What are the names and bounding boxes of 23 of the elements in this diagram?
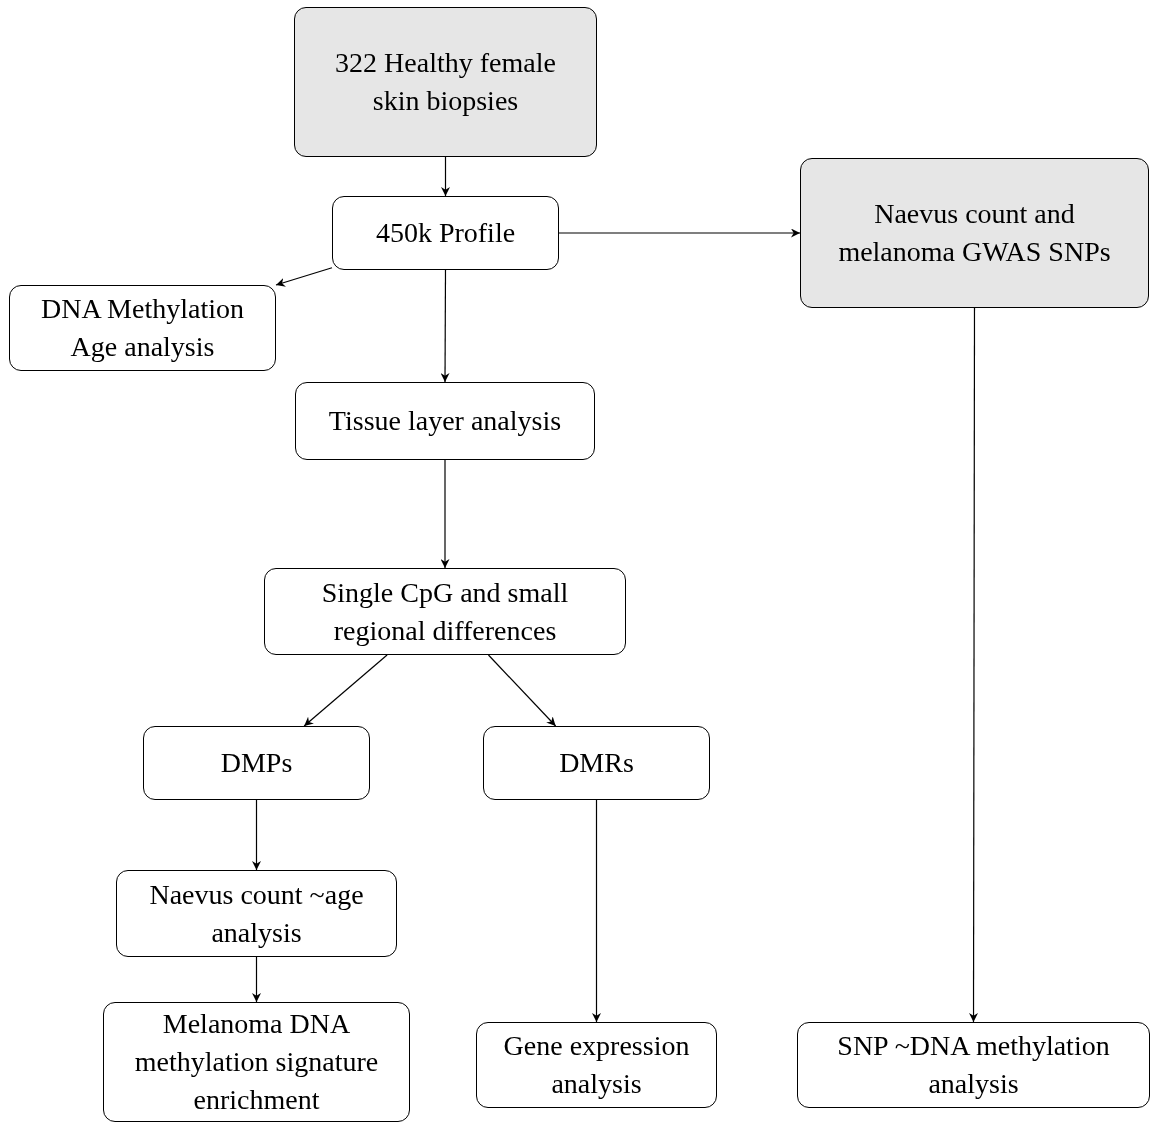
process-box: Single CpG and small regional differences [264, 568, 626, 655]
process-box: SNP ~DNA methylation analysis [797, 1022, 1150, 1108]
arrow [969, 307, 978, 1023]
process-box: Melanoma DNA methylation signature enrichment [103, 1002, 410, 1122]
arrow [558, 228, 801, 238]
arrow [440, 459, 450, 569]
arrow [252, 956, 261, 1003]
arrow [303, 654, 388, 727]
arrow [592, 799, 601, 1023]
arrow [252, 799, 261, 871]
process-box: Gene expression analysis [476, 1022, 717, 1108]
arrow [275, 267, 333, 287]
source-box: 322 Healthy female skin biopsies [294, 7, 597, 157]
source-box: Naevus count and melanoma GWAS SNPs [800, 158, 1149, 308]
process-box: DMPs [143, 726, 370, 800]
process-box: Naevus count ~age analysis [116, 870, 397, 957]
arrow [487, 654, 557, 727]
arrow [441, 156, 450, 197]
process-box: DMRs [483, 726, 710, 800]
process-box: DNA Methylation Age analysis [9, 285, 276, 371]
process-box: 450k Profile [332, 196, 559, 270]
arrow [440, 269, 450, 383]
process-box: Tissue layer analysis [295, 382, 595, 460]
